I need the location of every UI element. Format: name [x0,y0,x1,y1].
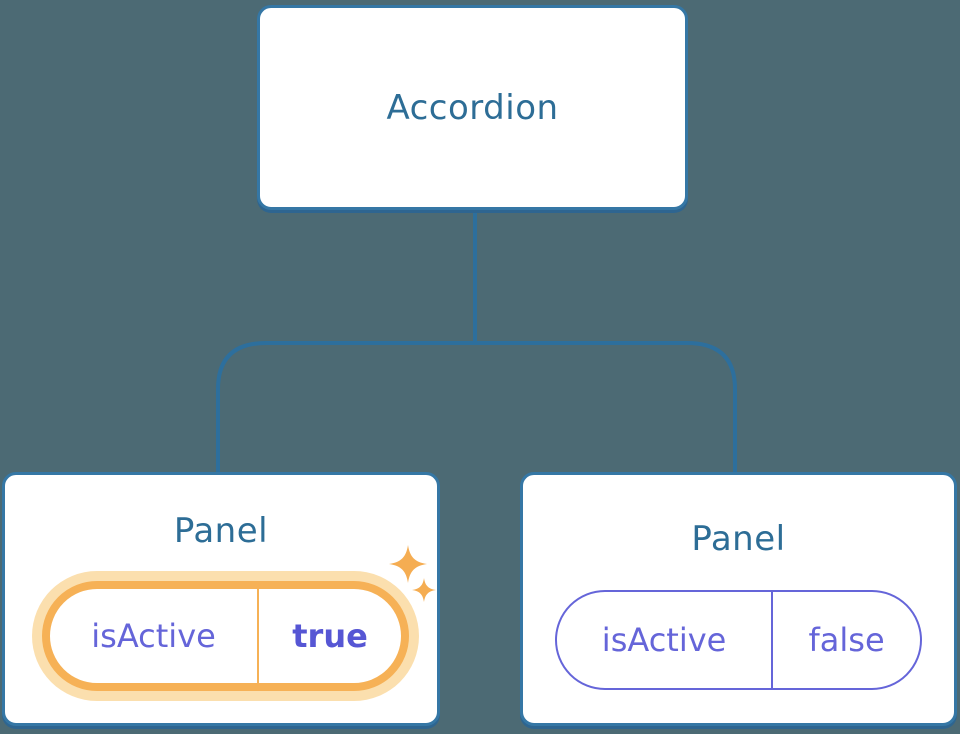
panel-node-title: Panel [691,519,786,559]
sparkle-icon [412,578,436,602]
prop-pill-isactive-true: isActive true [42,581,409,691]
panel-node-inactive: Panel isActive false [520,472,957,726]
accordion-node-label: Accordion [386,87,559,128]
prop-pill-isactive-false: isActive false [555,590,922,690]
accordion-node: Accordion [257,5,688,210]
prop-value-label: true [292,617,368,655]
panel-node-title: Panel [173,511,269,551]
pill-divider [771,592,774,688]
prop-value-label: false [808,621,885,659]
panel-node-active: Panel isActive true [2,472,440,726]
prop-name-label: isActive [601,621,727,659]
pill-divider [257,589,260,683]
prop-name-label: isActive [91,617,216,655]
